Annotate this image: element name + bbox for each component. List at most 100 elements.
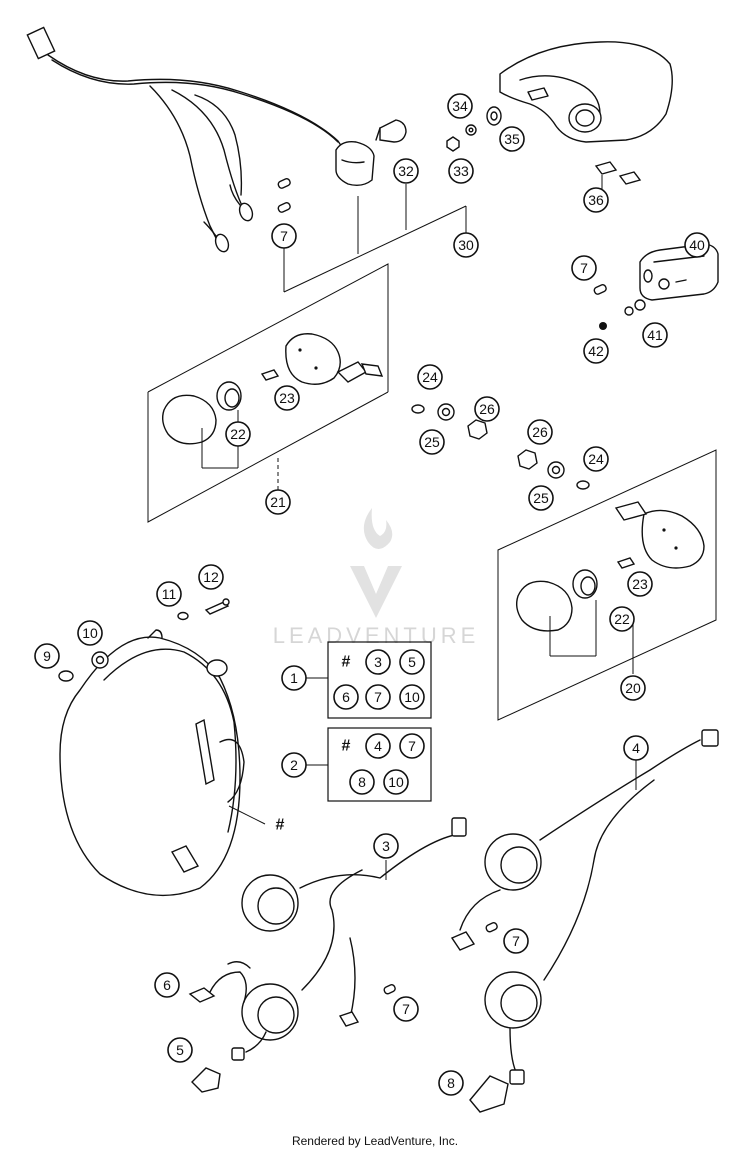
washer-34 [465, 124, 477, 136]
svg-text:34: 34 [452, 98, 468, 114]
kit-box-1-hash: # [342, 654, 351, 671]
callout-11: 11 [156, 581, 182, 607]
harness-3 [227, 817, 467, 1061]
svg-text:4: 4 [374, 738, 382, 754]
callout-36: 36 [583, 187, 609, 213]
svg-text:21: 21 [270, 494, 286, 510]
nut-33 [446, 136, 460, 152]
headlight-bulb-32 [375, 119, 407, 143]
callout-22-a: 22 [225, 421, 251, 447]
svg-text:24: 24 [588, 451, 604, 467]
rear-turn-signal-panel-20 [497, 449, 717, 721]
callout-25-b: 25 [528, 485, 554, 511]
callouts: 34 35 33 32 36 30 7 40 7 41 42 24 23 26 … [34, 93, 710, 1096]
callout-22-b: 22 [609, 606, 635, 632]
bulb-8 [469, 1075, 509, 1113]
callout-26-a: 26 [474, 396, 500, 422]
svg-text:5: 5 [176, 1042, 184, 1058]
license-bulb [593, 284, 607, 295]
svg-text:22: 22 [614, 611, 630, 627]
svg-text:7: 7 [408, 738, 416, 754]
callout-3: 3 [373, 833, 399, 859]
turn-signal-front [161, 333, 384, 445]
watermark-logo-icon [350, 508, 402, 618]
callout-23-a: 23 [274, 385, 300, 411]
svg-text:3: 3 [382, 838, 390, 854]
svg-text:5: 5 [408, 654, 416, 670]
svg-text:2: 2 [290, 757, 298, 773]
small-bulb-7b [485, 922, 498, 933]
mounting-hardware [58, 598, 230, 682]
callout-26-b: 26 [527, 419, 553, 445]
svg-text:26: 26 [532, 424, 548, 440]
callout-8: 8 [438, 1070, 464, 1096]
callout-32: 32 [393, 158, 419, 184]
callout-25-a: 25 [419, 429, 445, 455]
callout-2: 2 [281, 752, 307, 778]
callout-12: 12 [198, 564, 224, 590]
main-wiring-harness [26, 26, 375, 253]
kit-2-item-8: 8 [349, 769, 375, 795]
nut-42 [599, 322, 607, 330]
callout-24-a: 24 [417, 364, 443, 390]
svg-text:23: 23 [632, 576, 648, 592]
svg-text:36: 36 [588, 192, 604, 208]
callout-5: 5 [167, 1037, 193, 1063]
callout-23-b: 23 [627, 571, 653, 597]
callout-41: 41 [642, 322, 668, 348]
svg-text:33: 33 [453, 163, 469, 179]
svg-text:12: 12 [203, 569, 219, 585]
headlight-assembly [59, 629, 245, 897]
svg-text:10: 10 [404, 689, 420, 705]
callout-34: 34 [447, 93, 473, 119]
svg-text:6: 6 [342, 689, 350, 705]
bulb-small-a [277, 178, 291, 213]
front-turn-signal-panel-21 [147, 263, 389, 523]
svg-text:25: 25 [424, 434, 440, 450]
callout-24-b: 24 [583, 446, 609, 472]
callout-33: 33 [448, 158, 474, 184]
callout-7-right: 7 [503, 928, 529, 954]
svg-text:3: 3 [374, 654, 382, 670]
watermark: LEADVENTURE [273, 508, 475, 648]
svg-text:8: 8 [358, 774, 366, 790]
svg-text:4: 4 [632, 740, 640, 756]
svg-text:10: 10 [82, 625, 98, 641]
svg-text:24: 24 [422, 369, 438, 385]
leader-lines [201, 175, 637, 880]
harness-4 [450, 729, 719, 1085]
svg-text:11: 11 [162, 586, 177, 602]
kit-2-item-10: 10 [383, 769, 409, 795]
svg-text:7: 7 [512, 933, 520, 949]
kit-1-item-10: 10 [399, 684, 425, 710]
callout-30: 30 [453, 232, 479, 258]
callout-10: 10 [77, 620, 103, 646]
tail-light-housing [499, 41, 673, 143]
svg-text:23: 23 [279, 390, 295, 406]
callout-20: 20 [620, 675, 646, 701]
svg-text:41: 41 [647, 327, 663, 343]
callout-40: 40 [684, 232, 710, 258]
grommet-35 [486, 106, 502, 126]
svg-text:20: 20 [625, 680, 641, 696]
kit-1-item-3: 3 [365, 649, 391, 675]
svg-text:30: 30 [458, 237, 474, 253]
svg-text:40: 40 [689, 237, 705, 253]
svg-text:8: 8 [447, 1075, 455, 1091]
bulb-5 [191, 1067, 221, 1093]
callout-9: 9 [34, 643, 60, 669]
svg-text:1: 1 [290, 670, 298, 686]
svg-text:22: 22 [230, 426, 246, 442]
svg-text:32: 32 [398, 163, 414, 179]
kit-box-1: # [327, 641, 432, 719]
svg-text:7: 7 [580, 260, 588, 276]
kit-1-item-7: 7 [365, 684, 391, 710]
kit-2-item-7: 7 [399, 733, 425, 759]
callout-7-license: 7 [571, 255, 597, 281]
bulb-6 [188, 971, 247, 1003]
headlight-hash: # [276, 817, 285, 834]
hardware-24-25-26 [411, 403, 590, 490]
kit-1-item-5: 5 [399, 649, 425, 675]
kit-box-2: # [327, 727, 432, 802]
